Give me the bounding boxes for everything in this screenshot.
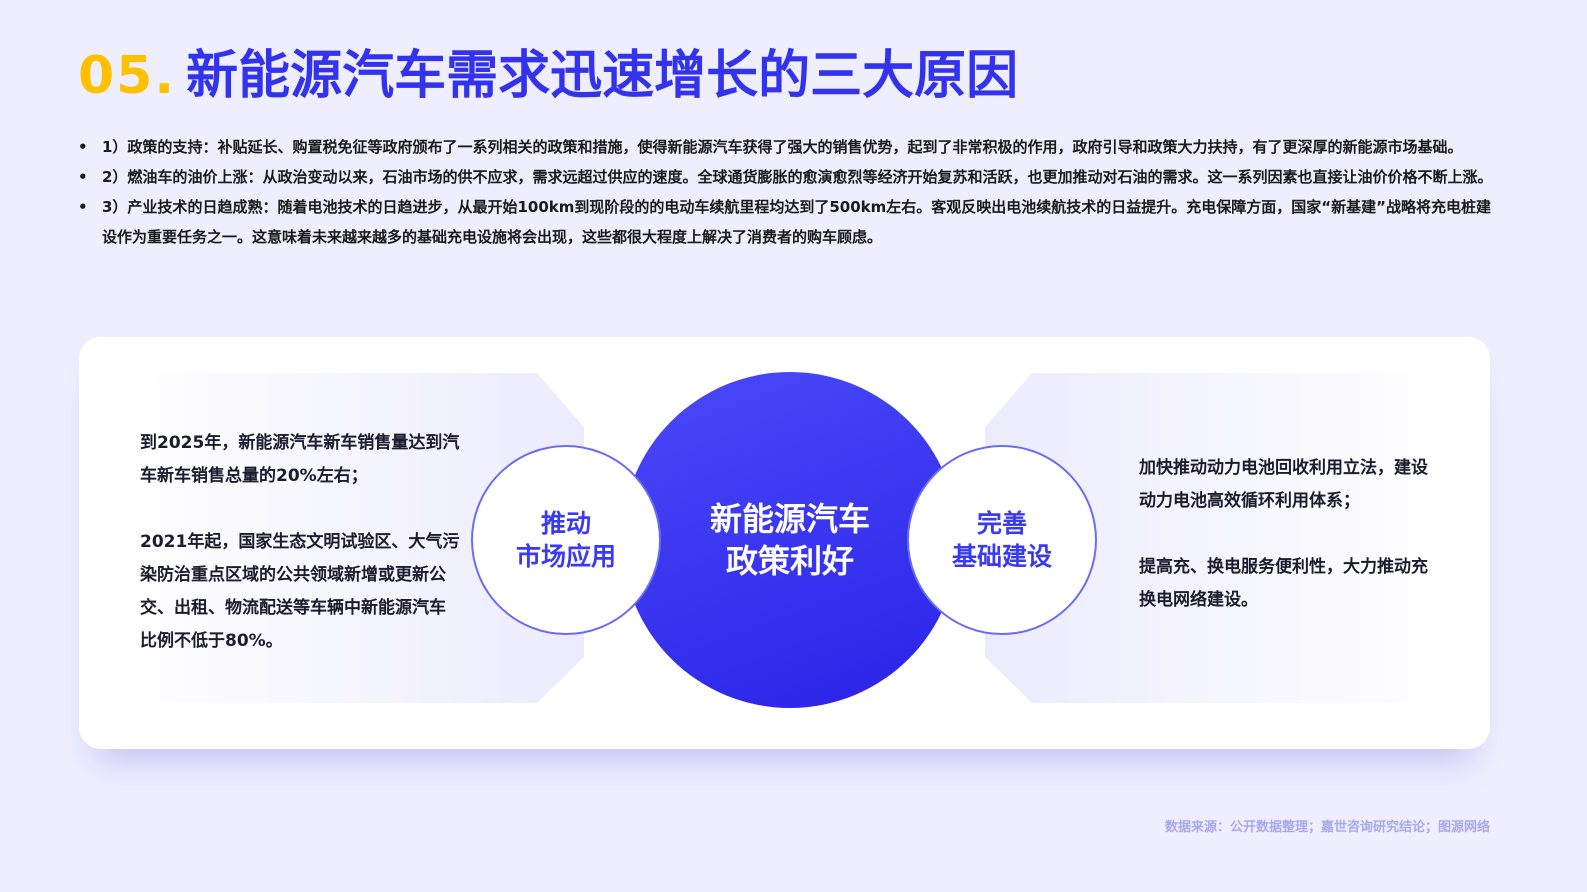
reason-text: 2）燃油车的油价上涨：从政治变动以来，石油市场的供不应求，需求远超过供应的速度。…: [102, 168, 1493, 186]
center-label-line2: 政策利好: [725, 542, 854, 580]
left-node-line2: 市场应用: [515, 542, 616, 571]
left-hexagon-panel: [119, 373, 584, 703]
right-node-circle: 完善 基础建设: [907, 445, 1097, 635]
reason-text: 3）产业技术的日趋成熟：随着电池技术的日趋进步，从最开始100km到现阶段的的电…: [102, 198, 1491, 246]
right-description: 加快推动动力电池回收利用立法，建设动力电池高效循环利用体系； 提高充、换电服务便…: [1139, 452, 1439, 617]
right-hexagon-panel: [985, 373, 1449, 703]
reason-item-3: • 3）产业技术的日趋成熟：随着电池技术的日趋进步，从最开始100km到现阶段的…: [78, 192, 1498, 252]
left-paragraph-1: 到2025年，新能源汽车新车销售量达到汽车新车销售总量的20%左右；: [140, 433, 460, 486]
right-node-line2: 基础建设: [951, 542, 1052, 571]
reason-text: 1）政策的支持：补贴延长、购置税免征等政府颁布了一系列相关的政策和措施，使得新能…: [102, 138, 1463, 156]
left-node-line1: 推动: [540, 509, 591, 538]
left-paragraph-2: 2021年起，国家生态文明试验区、大气污染防治重点区域的公共领域新增或更新公交、…: [140, 532, 460, 651]
page-title: 05.新能源汽车需求迅速增长的三大原因: [78, 40, 1018, 112]
background-hexagons: [119, 373, 1449, 703]
bullet-icon: •: [78, 138, 88, 156]
center-label-line1: 新能源汽车: [709, 500, 870, 538]
reason-item-2: • 2）燃油车的油价上涨：从政治变动以来，石油市场的供不应求，需求远超过供应的速…: [78, 162, 1498, 192]
reasons-list: • 1）政策的支持：补贴延长、购置税免征等政府颁布了一系列相关的政策和措施，使得…: [78, 132, 1498, 252]
policy-diagram-card: 到2025年，新能源汽车新车销售量达到汽车新车销售总量的20%左右； 2021年…: [79, 337, 1490, 749]
bullet-icon: •: [78, 168, 88, 186]
title-text: 新能源汽车需求迅速增长的三大原因: [186, 46, 1019, 106]
left-node-circle: 推动 市场应用: [471, 445, 661, 635]
right-node-line1: 完善: [976, 509, 1027, 538]
bullet-icon: •: [78, 198, 88, 216]
reason-item-1: • 1）政策的支持：补贴延长、购置税免征等政府颁布了一系列相关的政策和措施，使得…: [78, 132, 1498, 162]
left-description: 到2025年，新能源汽车新车销售量达到汽车新车销售总量的20%左右； 2021年…: [140, 427, 460, 658]
data-source-note: 数据来源：公开数据整理；嘉世咨询研究结论；图源网络: [1164, 820, 1490, 835]
right-paragraph-1: 加快推动动力电池回收利用立法，建设动力电池高效循环利用体系；: [1139, 458, 1428, 511]
section-number: 05.: [78, 46, 177, 106]
center-circle: 新能源汽车 政策利好: [622, 372, 958, 708]
right-paragraph-2: 提高充、换电服务便利性，大力推动充换电网络建设。: [1139, 557, 1428, 610]
